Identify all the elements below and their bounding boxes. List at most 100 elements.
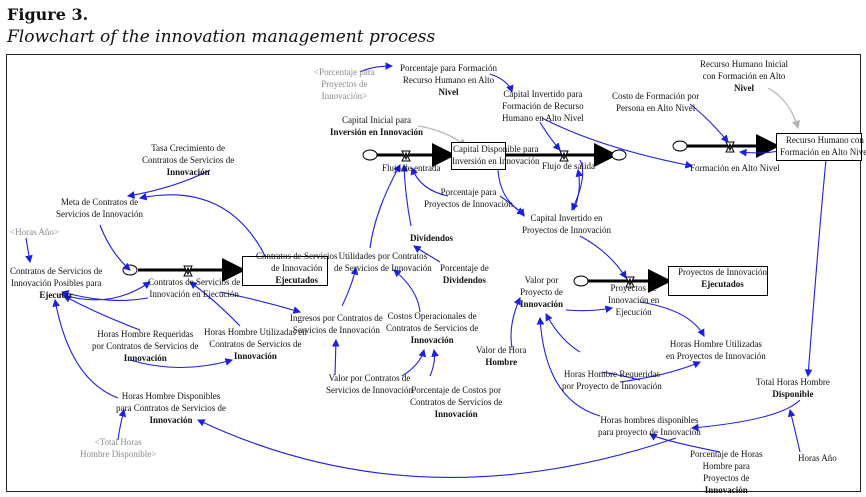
link-arrow [197,419,677,478]
link-arrow [539,121,561,151]
cloud-icon [672,140,688,152]
link-arrow [571,159,584,211]
link-arrow [117,408,127,441]
cloud-icon [611,149,627,161]
link-arrow [400,163,412,227]
link-arrow [219,291,302,314]
valves [183,141,735,288]
link-arrow [60,290,149,301]
link-arrow [619,361,702,383]
cloud-icon [573,275,589,287]
link-arrow [804,159,827,378]
stock-contratos-ejecutados[interactable] [242,256,328,286]
link-arrow [369,164,401,249]
link-arrow [341,266,359,307]
link-arrow [639,301,705,337]
node-horas-anio-ghost: <Horas Año> [10,227,59,237]
node-flujo-salida: Flujo de salida [542,161,595,171]
link-arrow [413,245,441,263]
figure-label: Figure 3. [7,5,89,24]
valve-icon [401,150,411,162]
valve-icon [183,265,193,277]
link-arrow [331,338,340,376]
link-arrow [429,348,439,377]
link-arrow [510,296,521,349]
link-arrow [536,316,601,417]
valve-icon [725,141,735,153]
figure-title: Flowchart of the innovation management p… [7,27,436,47]
valve-icon [559,150,569,162]
link-arrow [787,408,801,453]
link-arrow [767,87,801,130]
link-arrow [126,169,211,199]
node-horas-anio: Horas Año [798,453,837,463]
link-arrow [579,235,627,279]
diagram-frame [6,54,861,492]
link-arrow [489,73,514,94]
link-arrow [541,117,694,169]
link-arrow [545,313,581,353]
link-arrow [689,103,729,143]
link-arrow [359,62,394,73]
causal-links [25,62,827,478]
node-formacion-flow: Formación en Alto Nivel [690,163,780,173]
link-arrow [129,358,234,368]
link-arrow [573,168,584,211]
link-arrow [99,224,131,271]
link-arrow [410,166,449,197]
link-arrow [189,281,241,327]
link-arrow [401,348,427,377]
link-arrow [25,237,33,264]
link-arrow [138,192,269,263]
link-arrow [690,399,801,432]
link-arrow [52,298,119,399]
valve-icon [625,276,635,288]
link-arrow [497,169,525,215]
node-dividendos: Dividendos [410,233,454,243]
stock-capital-disponible[interactable] [451,142,506,170]
node-flujo-entrada: Flujo de entrada [382,163,441,173]
stock-rh-formacion[interactable] [776,133,862,161]
link-arrow [565,305,614,313]
link-arrow [649,433,721,453]
link-arrow [63,295,141,331]
stock-proyectos-ejecutados[interactable] [668,266,768,296]
cloud-icon [362,149,378,161]
link-arrow [393,269,421,313]
